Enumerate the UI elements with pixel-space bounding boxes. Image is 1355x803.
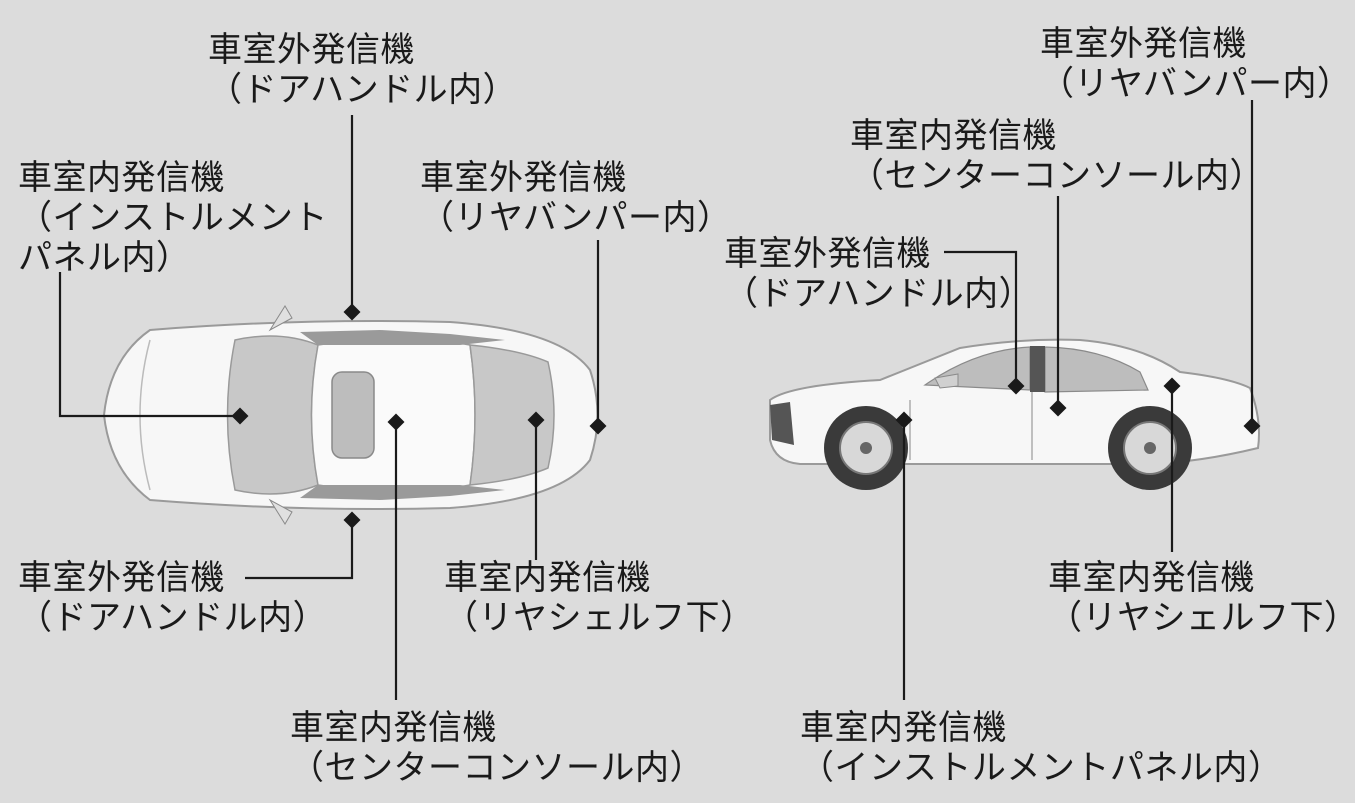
label-line: （ドアハンドル内） (208, 70, 518, 110)
label-line: 車室内発信機 (18, 158, 225, 198)
label-line: 車室外発信機 (724, 234, 931, 274)
label-line: パネル内） (18, 238, 191, 278)
label-line: 車室外発信機 (1040, 24, 1247, 64)
label-bottom-door-handle: 車室外発信機 （ドアハンドル内） (18, 558, 327, 638)
label-line: （リヤシェルフ下） (444, 598, 755, 638)
label-line: 車室内発信機 (850, 116, 1057, 156)
label-line: （ドアハンドル内） (724, 274, 1034, 314)
label-line: （センターコンソール内） (850, 156, 1264, 196)
car-top-view (102, 305, 599, 525)
label-line: 車室内発信機 (800, 708, 1007, 748)
label-line: 車室内発信機 (290, 708, 497, 748)
label-top-rear-shelf: 車室内発信機 （リヤシェルフ下） (444, 558, 755, 638)
label-top-center-console: 車室内発信機 （センターコンソール内） (290, 708, 704, 788)
label-line: 車室外発信機 (18, 558, 225, 598)
label-top-rear-bumper: 車室外発信機 （リヤバンパー内） (420, 158, 732, 238)
label-line: （センターコンソール内） (290, 748, 704, 788)
label-top-door-handle: 車室外発信機 （ドアハンドル内） (208, 30, 517, 110)
label-line: （リヤシェルフ下） (1048, 598, 1355, 638)
label-line: （インストルメントパネル内） (800, 748, 1283, 788)
label-side-center-console: 車室内発信機 （センターコンソール内） (850, 116, 1264, 196)
leader-lines (58, 100, 1254, 700)
label-side-rear-bumper: 車室外発信機 （リヤバンパー内） (1040, 24, 1352, 104)
label-line: （リヤバンパー内） (420, 198, 732, 238)
label-side-instrument-panel: 車室内発信機 （インストルメントパネル内） (800, 708, 1282, 788)
label-line: （リヤバンパー内） (1040, 64, 1352, 104)
label-line: 車室内発信機 (444, 558, 651, 598)
car-side-view (769, 338, 1260, 490)
label-line: 車室外発信機 (208, 30, 415, 70)
label-side-rear-shelf: 車室内発信機 （リヤシェルフ下） (1048, 558, 1355, 638)
label-line: （インストルメント (18, 198, 328, 238)
label-line: （ドアハンドル内） (18, 598, 328, 638)
label-line: 車室内発信機 (1048, 558, 1255, 598)
label-instrument-panel: 車室内発信機 （インストルメント パネル内） (18, 158, 328, 278)
label-line: 車室外発信機 (420, 158, 627, 198)
label-side-door-handle: 車室外発信機 （ドアハンドル内） (724, 234, 1033, 314)
